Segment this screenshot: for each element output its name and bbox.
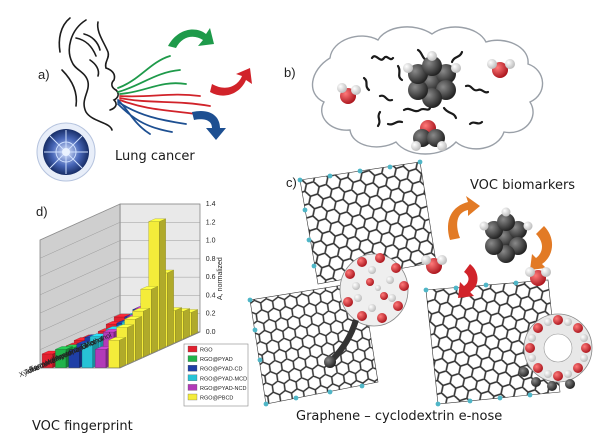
bar-front — [108, 340, 120, 368]
methanol-molecule-c-icon — [525, 267, 551, 286]
legend-swatch — [187, 365, 198, 372]
bar-top — [116, 324, 134, 328]
panel-d-label: d) — [36, 204, 48, 219]
bar-front — [95, 349, 107, 368]
face-profile-icon — [58, 17, 119, 131]
panel-c: c) — [247, 159, 593, 424]
ytick-label: 0.0 — [206, 329, 216, 336]
bar-side — [119, 337, 126, 368]
legend-label: RGO@PYAD-CD — [200, 367, 242, 373]
panel-b: b) — [284, 26, 575, 193]
legend-swatch — [187, 374, 198, 381]
legend-label: RGO — [200, 348, 213, 354]
legend-swatch — [187, 355, 198, 362]
legend-swatch — [187, 345, 198, 353]
bar-side — [127, 324, 134, 365]
panel-a-caption: Lung cancer — [115, 149, 195, 164]
bar-top — [108, 337, 126, 341]
ytick-label: 0.8 — [206, 256, 216, 263]
panel-d: d) 0.00.20.40.60.81.01.21.4 XyleneToluen… — [18, 201, 249, 434]
bar-top — [132, 308, 150, 312]
methanol-molecule-icon — [487, 59, 515, 78]
green-arrow-icon — [168, 28, 214, 48]
blue-arrow-icon — [192, 110, 226, 140]
voc-squiggles — [362, 48, 490, 128]
breath-streams — [117, 55, 211, 135]
acetone-molecule-icon — [411, 120, 447, 151]
ytick-label: 1.0 — [206, 238, 216, 245]
edge-hydrogens — [247, 159, 533, 407]
panel-d-caption: VOC fingerprint — [32, 419, 133, 434]
bar-side — [151, 286, 158, 354]
legend-swatch — [187, 384, 198, 391]
chart-ylabel: A, normalized — [217, 257, 224, 300]
bar-RGO@PBCD-Xylene — [108, 337, 126, 368]
bar-side — [143, 308, 150, 358]
red-arrow-center-icon — [458, 264, 478, 298]
ytick-label: 1.2 — [206, 219, 216, 226]
bar-top — [148, 218, 166, 222]
bar-top — [55, 346, 73, 350]
panel-c-label: c) — [286, 175, 297, 190]
cyclodextrin-right-icon — [519, 313, 593, 391]
bar-side — [159, 218, 166, 350]
water-molecule-c-icon — [421, 255, 447, 274]
panel-b-label: b) — [284, 65, 296, 80]
bar-top — [81, 341, 100, 345]
legend-label: RGO@PYAD-MCD — [200, 376, 247, 382]
ytick-label: 1.4 — [206, 201, 216, 208]
legend-label: RGO@PYAD-NCD — [200, 386, 246, 392]
chart-legend: RGO RGO@PYAD RGO@PYAD-CD RGO@PYAD-MCD RGO@PY… — [187, 345, 247, 402]
cancer-cell-icon — [36, 122, 96, 182]
gridline — [39, 203, 200, 241]
bar-top — [140, 286, 158, 290]
legend-label: RGO@PYAD — [200, 357, 233, 363]
benzene-molecule-icon — [403, 51, 461, 108]
red-arrow-icon — [210, 68, 252, 96]
graphene-sheet-left — [249, 281, 379, 405]
bar-side — [167, 269, 174, 347]
chart-bars — [41, 218, 198, 368]
bar-side — [135, 316, 142, 361]
ytick-label: 0.4 — [206, 292, 216, 299]
bar-top — [124, 316, 142, 320]
gridline — [39, 258, 200, 296]
bar-side — [183, 308, 190, 340]
panel-a-label: a) — [38, 67, 50, 82]
water-molecule-icon — [337, 83, 361, 104]
benzene-molecule-c-icon — [479, 207, 533, 263]
cyclodextrin-center-icon — [324, 253, 409, 368]
legend-label: RGO@PBCD — [200, 396, 233, 402]
panel-c-caption: Graphene – cyclodextrin e-nose — [296, 409, 502, 424]
ytick-label: 0.2 — [206, 311, 216, 318]
orange-arrow-left-icon — [448, 196, 480, 240]
gridline — [39, 240, 200, 277]
orange-arrow-right-icon — [530, 226, 553, 270]
chart-ytick-labels: 0.0 0.2 0.4 0.6 0.8 1.0 1.2 1.4 — [206, 201, 216, 336]
ytick-label: 0.6 — [206, 274, 216, 281]
panel-a: a) — [36, 17, 252, 182]
bar-side — [191, 309, 198, 336]
bar-side — [175, 307, 182, 343]
gridline — [39, 222, 200, 259]
legend-swatch — [187, 393, 198, 401]
panel-b-caption: VOC biomarkers — [470, 178, 575, 193]
